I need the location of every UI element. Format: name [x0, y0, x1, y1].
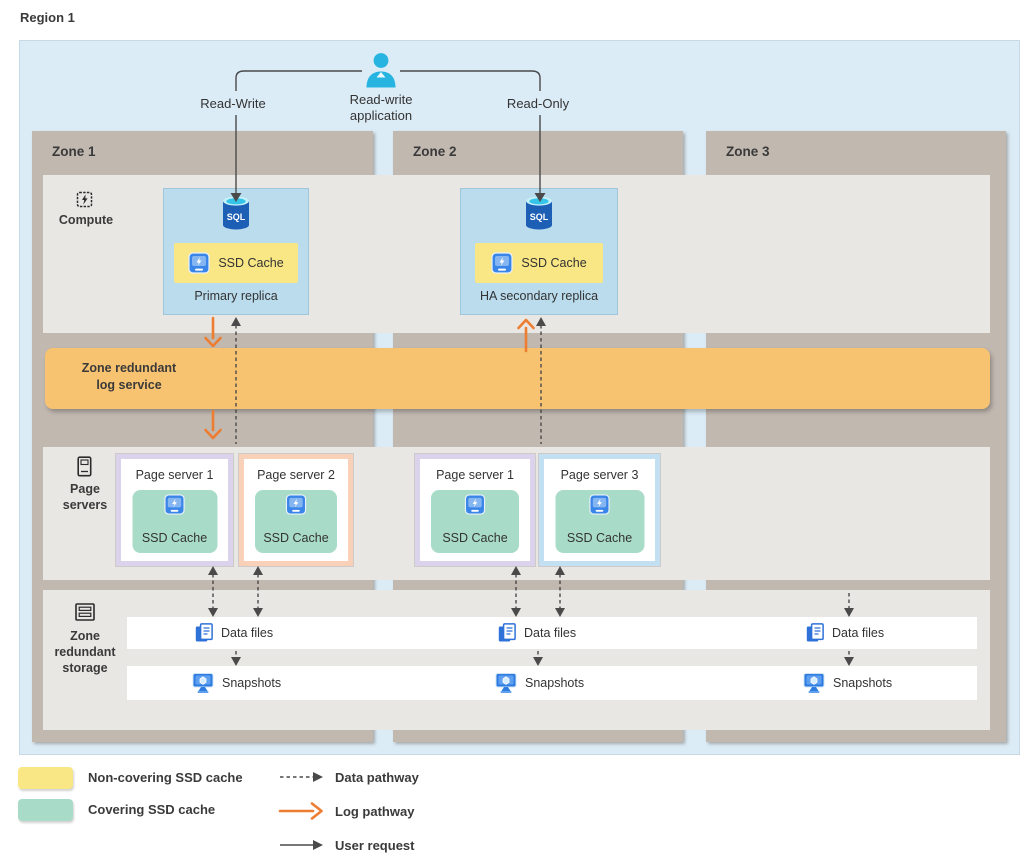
- zone-2-title: Zone 2: [413, 144, 457, 159]
- snapshots-item-z3: Snapshots: [803, 666, 892, 700]
- compute-section-label: Compute: [58, 213, 114, 227]
- zone-3-title: Zone 3: [726, 144, 770, 159]
- ssd-drive-icon: [285, 494, 307, 515]
- page-server-title: Page server 3: [560, 468, 639, 482]
- covering-ssd-cache: SSD Cache: [555, 490, 644, 553]
- page-server-box-z1-1: Page server 1 SSD Cache: [116, 454, 233, 566]
- data-files-item-z3: Data files: [806, 617, 884, 649]
- ha-replica-title: HA secondary replica: [479, 289, 599, 303]
- svg-text:SQL: SQL: [227, 212, 246, 222]
- snapshots-icon: [495, 673, 517, 693]
- ssd-drive-icon: [589, 494, 610, 515]
- storage-row: [43, 590, 990, 730]
- data-files-bar: Data files Data files Data files: [127, 617, 977, 649]
- snapshots-icon: [803, 673, 825, 693]
- ha-cache-label: SSD Cache: [521, 256, 587, 270]
- zone-1-title: Zone 1: [52, 144, 96, 159]
- data-files-label: Data files: [832, 626, 885, 640]
- sql-database-icon: SQL: [526, 196, 552, 230]
- log-service-label: Zone redundant log service: [81, 361, 177, 392]
- non-covering-cache-label: Non-covering SSD cache: [88, 770, 243, 785]
- storage-rack-icon: [75, 603, 95, 621]
- snapshots-item-z2: Snapshots: [495, 666, 584, 700]
- snapshots-label: Snapshots: [525, 676, 585, 690]
- covering-ssd-cache: SSD Cache: [132, 490, 217, 553]
- application-user-icon: [366, 53, 396, 88]
- snapshots-label: Snapshots: [222, 676, 282, 690]
- read-only-label: Read-Only: [503, 96, 573, 111]
- covering-cache-label: Covering SSD cache: [88, 802, 216, 817]
- page-server-title: Page server 2: [257, 468, 335, 482]
- ssd-drive-icon: [491, 252, 513, 274]
- data-pathway-label: Data pathway: [335, 770, 419, 785]
- sql-database-icon: SQL: [223, 196, 249, 230]
- non-covering-cache-swatch: [18, 767, 73, 789]
- app-title: Read-write application: [347, 92, 415, 124]
- primary-cache-label: SSD Cache: [218, 256, 284, 270]
- log-service-band: Zone redundant log service: [45, 348, 990, 409]
- read-write-label: Read-Write: [197, 96, 269, 111]
- data-files-item-z2: Data files: [498, 617, 576, 649]
- user-request-label: User request: [335, 838, 415, 853]
- covering-ssd-cache: SSD Cache: [255, 490, 337, 553]
- storage-section-label: Zone redundant storage: [54, 629, 116, 675]
- snapshots-icon: [192, 673, 214, 693]
- covering-cache-swatch: [18, 799, 73, 821]
- primary-ssd-cache: SSD Cache: [174, 243, 298, 283]
- ssd-drive-icon: [188, 252, 210, 274]
- primary-replica-box: SQL SSD Cache Primary replica: [163, 188, 309, 315]
- ha-secondary-replica-box: SQL SSD Cache HA secondary replica: [460, 188, 618, 315]
- page-server-title: Page server 1: [436, 468, 514, 482]
- page-servers-section-label: Page servers: [62, 482, 108, 512]
- cache-label: SSD Cache: [566, 531, 633, 545]
- data-files-label: Data files: [524, 626, 577, 640]
- cache-label: SSD Cache: [263, 531, 329, 545]
- page-server-title: Page server 1: [135, 468, 214, 482]
- ssd-drive-icon: [164, 494, 185, 515]
- data-files-icon: [195, 623, 213, 642]
- data-files-item-z1: Data files: [195, 617, 273, 649]
- svg-text:SQL: SQL: [530, 212, 549, 222]
- data-files-icon: [806, 623, 824, 642]
- ssd-drive-icon: [464, 494, 486, 515]
- region-title: Region 1: [20, 10, 75, 25]
- covering-ssd-cache: SSD Cache: [431, 490, 519, 553]
- ha-ssd-cache: SSD Cache: [475, 243, 603, 283]
- log-pathway-label: Log pathway: [335, 804, 415, 819]
- snapshots-bar: Snapshots Snapshots Snapshots: [127, 666, 977, 700]
- compute-chip-icon: [76, 191, 93, 208]
- page-server-box-z2-1: Page server 1 SSD Cache: [415, 454, 535, 566]
- data-files-icon: [498, 623, 516, 642]
- cache-label: SSD Cache: [141, 531, 208, 545]
- cache-label: SSD Cache: [442, 531, 508, 545]
- data-files-label: Data files: [221, 626, 274, 640]
- snapshots-item-z1: Snapshots: [192, 666, 281, 700]
- primary-replica-title: Primary replica: [194, 289, 278, 303]
- page-server-box-z1-2: Page server 2 SSD Cache: [239, 454, 353, 566]
- page-server-box-z2-3: Page server 3 SSD Cache: [539, 454, 660, 566]
- snapshots-label: Snapshots: [833, 676, 893, 690]
- server-tower-icon: [77, 456, 92, 477]
